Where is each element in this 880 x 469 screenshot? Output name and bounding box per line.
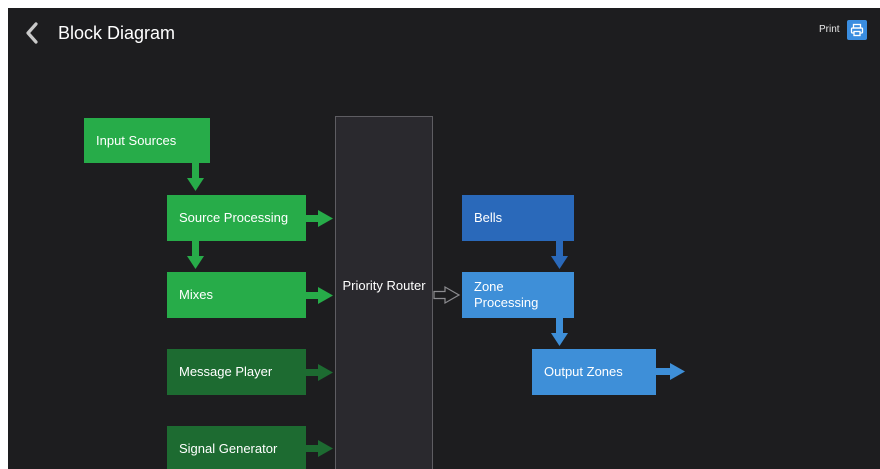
page-title: Block Diagram	[58, 23, 176, 43]
bells-block[interactable]: Bells	[462, 195, 574, 241]
print-button[interactable]	[847, 20, 867, 40]
arrow-mixes-to-router	[306, 287, 333, 304]
arrow-source-processing-to-router	[306, 210, 333, 227]
bells-label: Bells	[474, 210, 503, 225]
chevron-left-icon	[26, 22, 38, 44]
input-sources-block[interactable]: Input Sources	[84, 118, 210, 163]
output-zones-block[interactable]: Output Zones	[532, 349, 656, 395]
source-processing-block[interactable]: Source Processing	[167, 195, 306, 241]
message-player-label: Message Player	[179, 364, 273, 379]
back-button[interactable]	[22, 21, 44, 45]
arrow-router-to-zone-processing	[433, 285, 461, 305]
zone-processing-label: Zone Processing	[474, 279, 539, 310]
zone-processing-block[interactable]: Zone Processing	[462, 272, 574, 318]
arrow-signal-generator-to-router	[306, 440, 333, 457]
arrow-zone-processing-to-output-zones	[551, 318, 568, 346]
signal-generator-label: Signal Generator	[179, 440, 278, 456]
arrow-input-to-source-processing	[187, 163, 204, 191]
input-sources-label: Input Sources	[96, 132, 177, 148]
arrow-source-processing-to-mixes	[187, 241, 204, 269]
printer-icon	[850, 23, 864, 37]
output-zones-label: Output Zones	[544, 364, 623, 379]
mixes-label: Mixes	[179, 287, 213, 302]
priority-router-block[interactable]: Priority Router	[335, 116, 433, 469]
message-player-block[interactable]: Message Player	[167, 349, 306, 395]
print-label[interactable]: Print	[819, 24, 840, 35]
signal-generator-block[interactable]: Signal Generator	[167, 426, 306, 469]
priority-router-label: Priority Router	[342, 278, 426, 293]
source-processing-label: Source Processing	[179, 210, 289, 225]
mixes-block[interactable]: Mixes	[167, 272, 306, 318]
arrow-output-zones-out	[656, 363, 685, 380]
arrow-message-player-to-router	[306, 364, 333, 381]
block-diagram-screen: Block Diagram Print Input Sources Source…	[8, 8, 880, 469]
arrow-bells-to-zone-processing	[551, 241, 568, 269]
